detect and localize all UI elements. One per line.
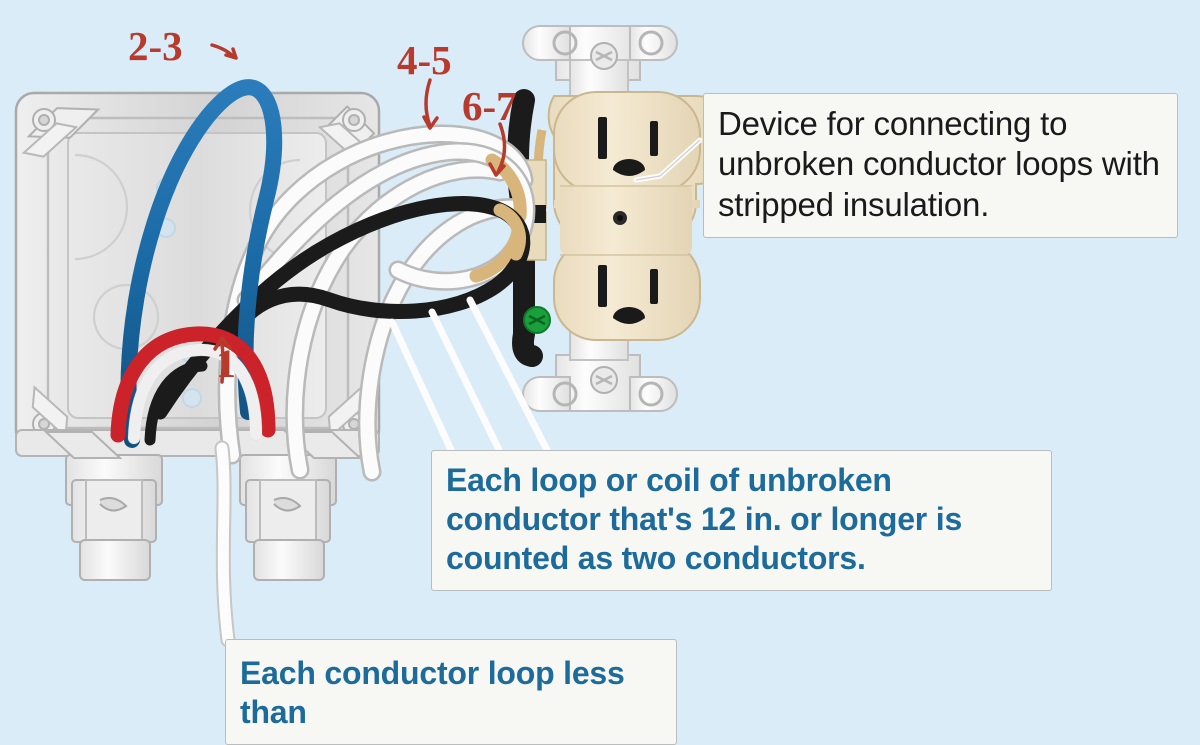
conductor-label-4-5: 4-5 xyxy=(397,37,452,83)
cable-clamp-right xyxy=(239,454,337,581)
diagram-stage: 2-3 4-5 6-7 1 Device for connecting to u… xyxy=(14,23,1178,745)
conductor-label-2-3: 2-3 xyxy=(128,23,183,69)
conductor-label-6-7: 6-7 xyxy=(462,83,517,129)
ground-screw xyxy=(523,306,551,334)
conductor-label-1: 1 xyxy=(216,341,236,386)
callout-bottom-partial: Each conductor loop less than xyxy=(225,639,677,745)
callout-device-description: Device for connecting to unbroken conduc… xyxy=(703,93,1178,238)
callout-loop-counting-rule: Each loop or coil of unbroken conductor … xyxy=(431,450,1052,592)
cable-clamp-left xyxy=(65,454,163,581)
